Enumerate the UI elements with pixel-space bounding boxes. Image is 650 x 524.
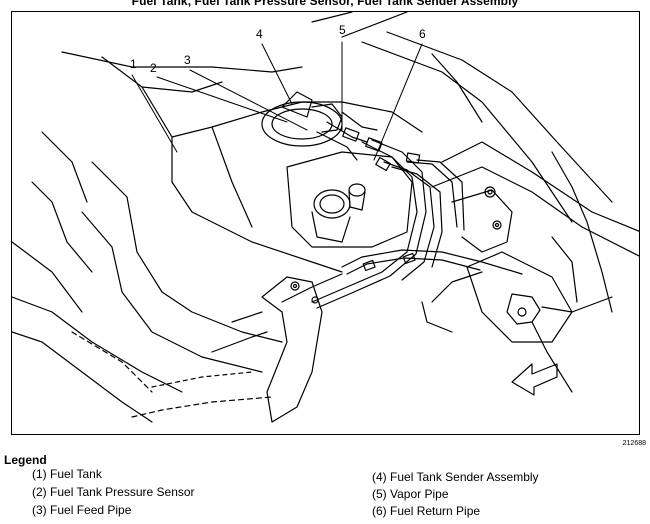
- legend-item-vapor-pipe: (5) Vapor Pipe: [372, 487, 449, 501]
- legend-item-return-pipe: (6) Fuel Return Pipe: [372, 504, 480, 518]
- diagram-frame: 1 2 3 4 5 6: [11, 11, 640, 435]
- legend-item-number: (1): [32, 467, 47, 481]
- legend-item-label: Fuel Return Pipe: [390, 504, 481, 518]
- legend-item-label: Fuel Tank: [50, 467, 102, 481]
- callout-2: 2: [150, 61, 157, 75]
- legend-item-label: Fuel Tank Sender Assembly: [390, 470, 539, 484]
- legend-item-feed-pipe: (3) Fuel Feed Pipe: [32, 503, 131, 517]
- legend-item-label: Fuel Tank Pressure Sensor: [50, 485, 195, 499]
- filler-neck: [311, 183, 366, 243]
- callout-6: 6: [419, 27, 426, 41]
- legend-item-number: (5): [372, 487, 387, 501]
- legend-item-number: (3): [32, 503, 47, 517]
- legend-item-number: (2): [32, 485, 47, 499]
- callout-1: 1: [130, 57, 137, 71]
- figure-id: 212688: [622, 440, 646, 447]
- callout-5: 5: [339, 23, 346, 37]
- legend-item-number: (4): [372, 470, 387, 484]
- direction-arrow: [511, 363, 558, 396]
- callout-leaders: [131, 41, 423, 161]
- diagram-title: Fuel Tank, Fuel Tank Pressure Sensor, Fu…: [131, 0, 519, 8]
- fuel-tank-body: [12, 51, 423, 423]
- chassis-frame: [311, 12, 639, 393]
- legend-item-label: Fuel Feed Pipe: [50, 503, 132, 517]
- callout-4: 4: [256, 27, 263, 41]
- legend-item-number: (6): [372, 504, 387, 518]
- legend-heading: Legend: [4, 453, 47, 467]
- fuel-tank-illustration: 1 2 3 4 5 6: [12, 12, 639, 423]
- legend-item-label: Vapor Pipe: [390, 487, 449, 501]
- legend-item-fuel-tank: (1) Fuel Tank: [32, 467, 102, 481]
- legend-item-pressure-sensor: (2) Fuel Tank Pressure Sensor: [32, 485, 195, 499]
- callout-3: 3: [184, 53, 191, 67]
- tank-strap-bracket: [211, 276, 323, 423]
- legend-item-sender-assembly: (4) Fuel Tank Sender Assembly: [372, 470, 539, 484]
- fuel-pipes: [281, 127, 523, 309]
